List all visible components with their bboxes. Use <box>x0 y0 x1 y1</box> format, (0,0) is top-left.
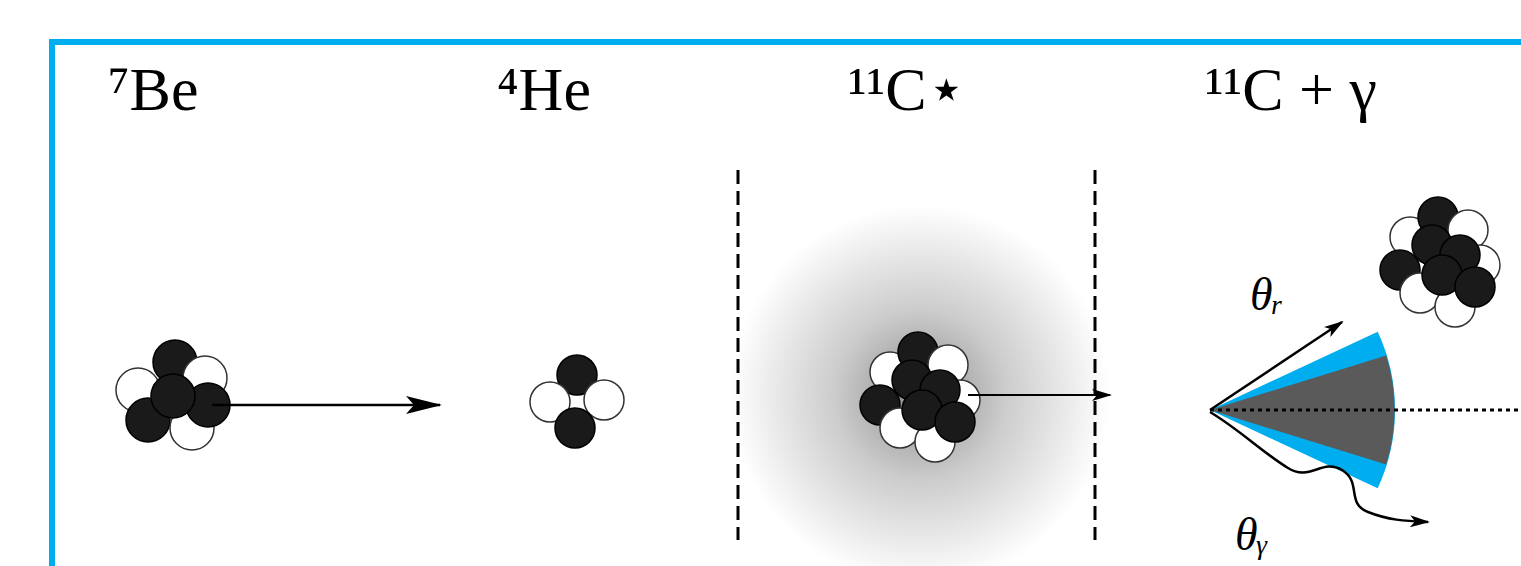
he4-nucleus <box>530 355 624 448</box>
nucleus-label: ⁴He <box>497 58 591 120</box>
nucleus-label: ⁷Be <box>108 58 199 120</box>
velocity-arrow <box>212 404 440 407</box>
be7-nucleus <box>116 340 230 450</box>
final-state-label: ¹¹C + γ <box>1205 58 1377 120</box>
velocity-arrow <box>968 394 1110 396</box>
excitation-glow <box>730 205 1110 566</box>
angle-label: θᵧ <box>1235 512 1268 558</box>
beam-axis <box>1210 409 1521 412</box>
angle-label: θᵣ <box>1250 272 1284 318</box>
c11-excited-nucleus <box>860 332 980 462</box>
recoil-arrow <box>1210 322 1342 410</box>
photon-line <box>1210 412 1428 522</box>
nucleus-label: ¹¹C⋆ <box>848 58 966 120</box>
c11-nucleus <box>1380 197 1500 327</box>
